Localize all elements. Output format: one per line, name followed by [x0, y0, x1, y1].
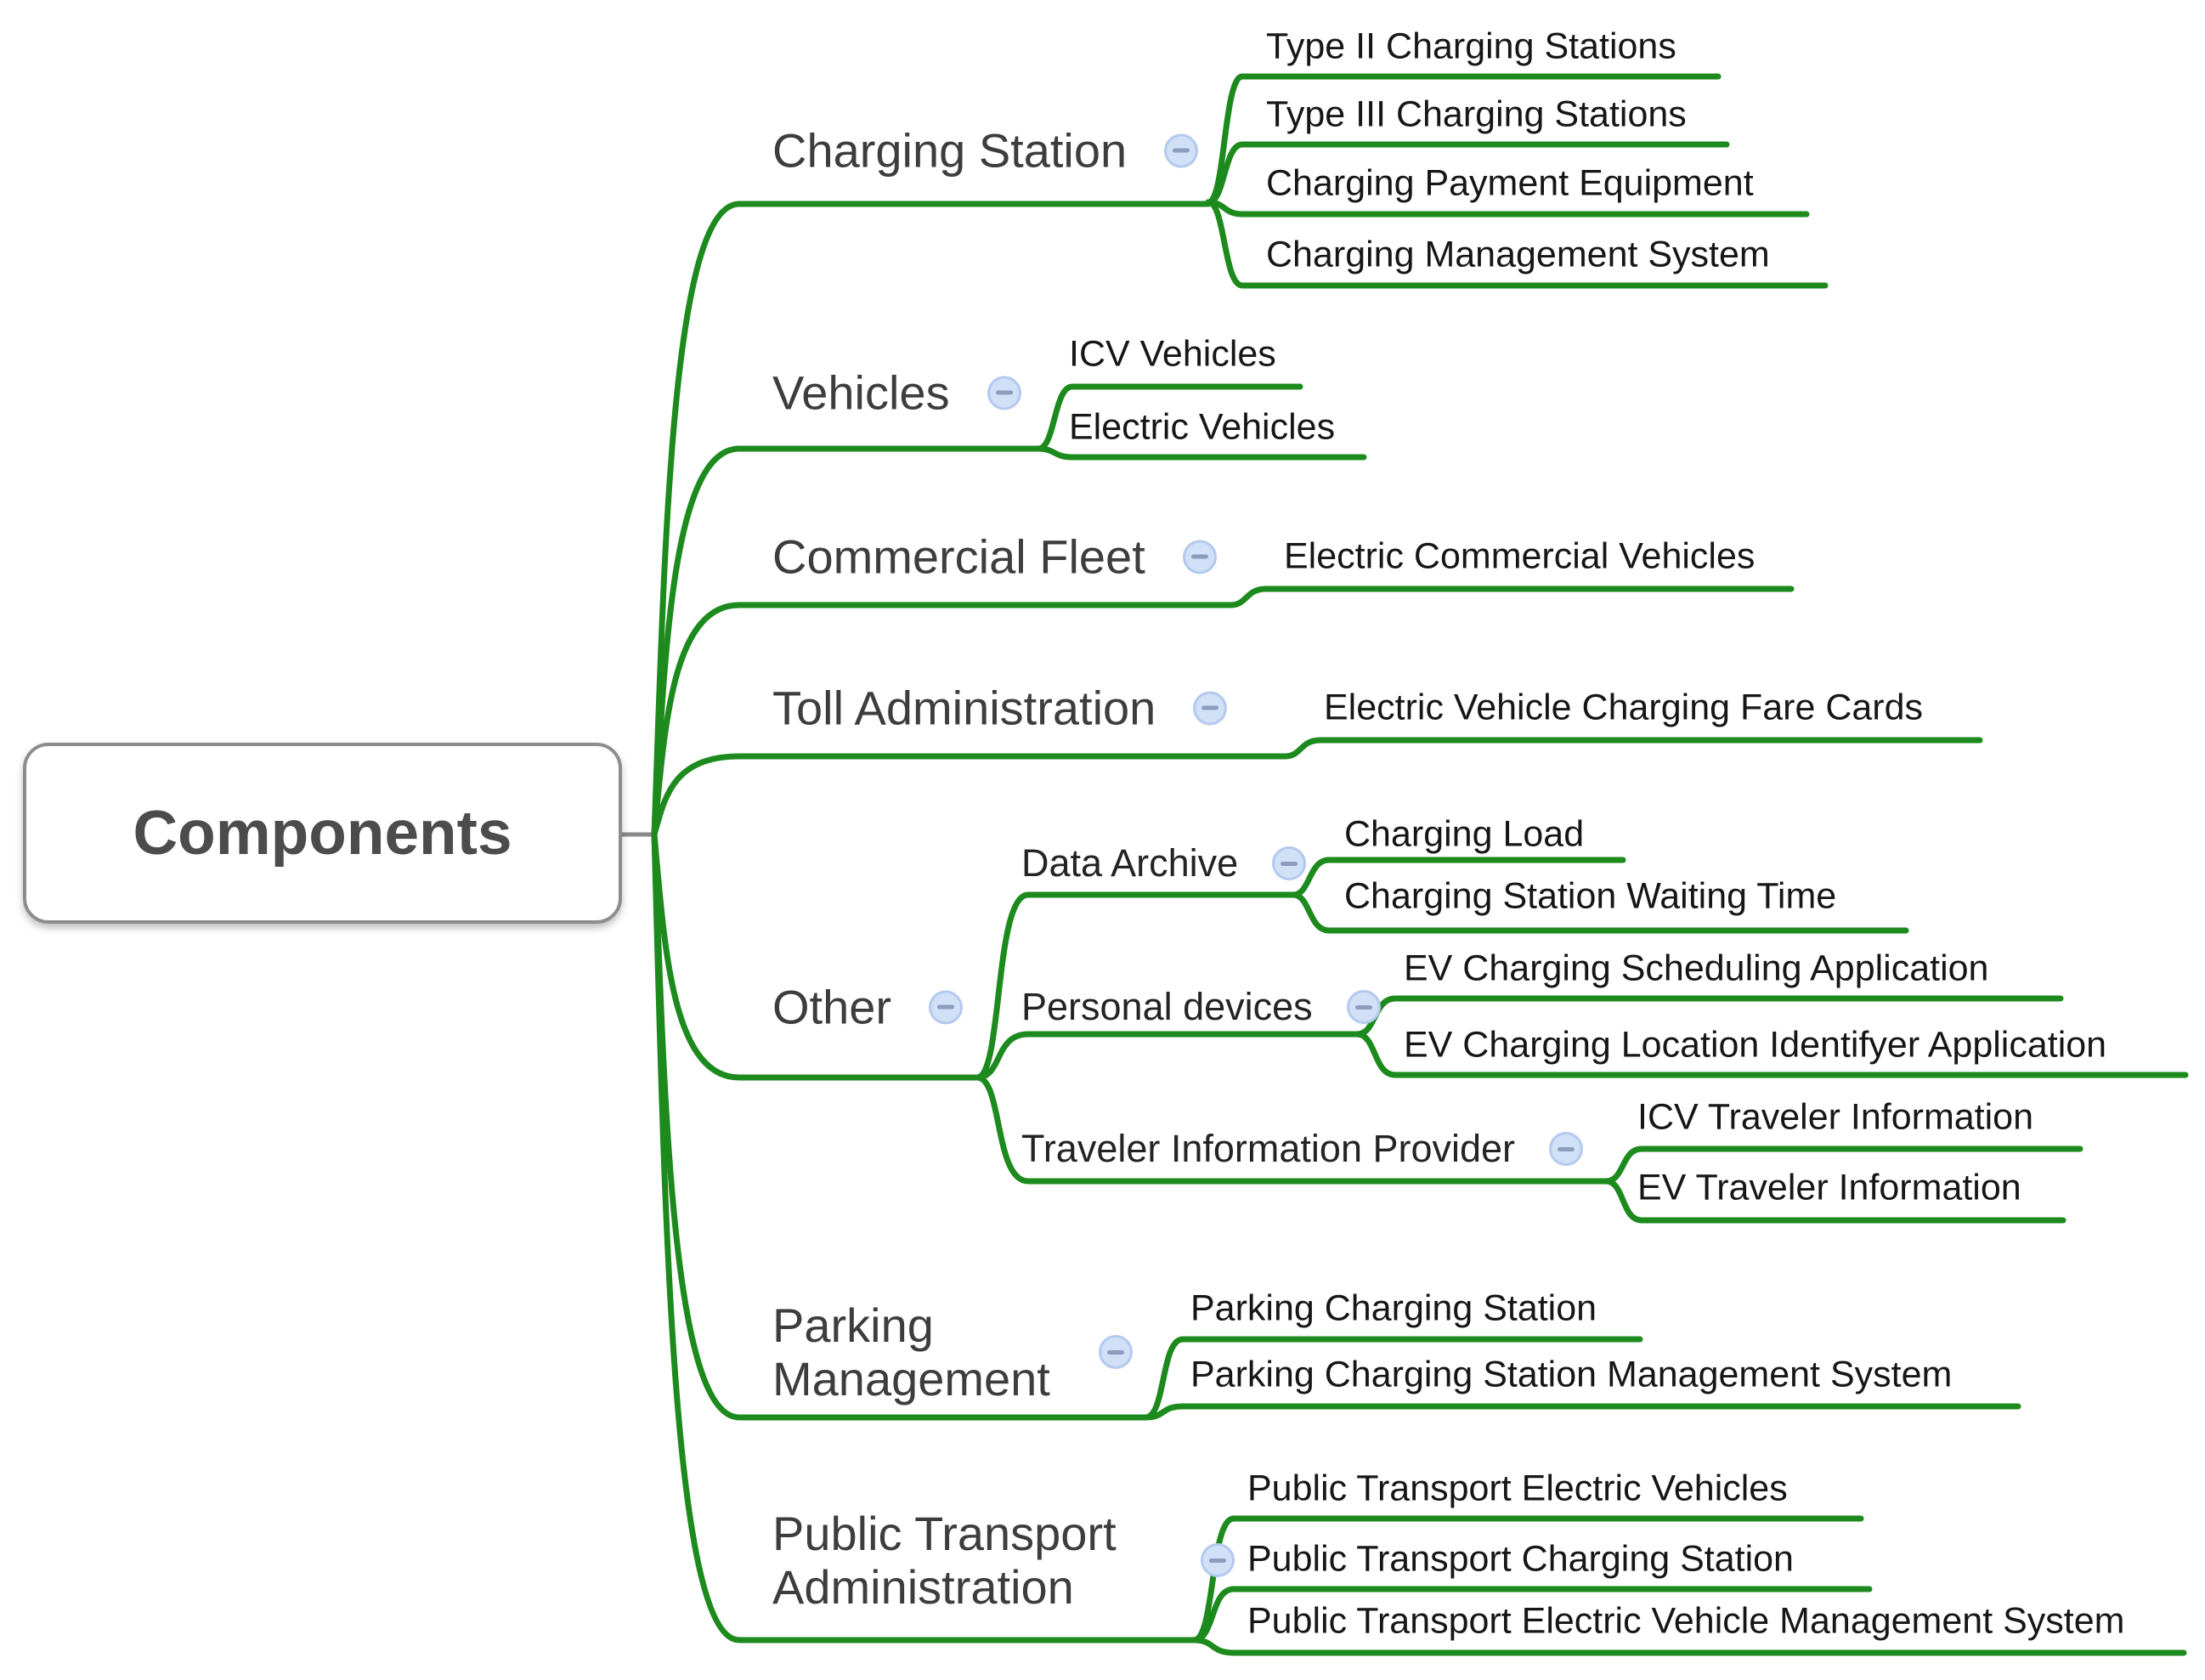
minus-bar	[1190, 554, 1208, 559]
leaf-node[interactable]: Electric Vehicles	[1069, 406, 1336, 448]
branch-label: Vehicles	[772, 365, 950, 420]
collapse-icon[interactable]	[1099, 1335, 1133, 1369]
leaf-node[interactable]: Parking Charging Station	[1190, 1287, 1597, 1329]
minus-bar	[1209, 1558, 1226, 1563]
branch-label: Other	[772, 980, 892, 1034]
leaf-node[interactable]: Public Transport Electric Vehicle Manage…	[1247, 1600, 2125, 1642]
leaf-node[interactable]: Public Transport Charging Station	[1247, 1538, 1794, 1580]
branch-label: Traveler Information Provider	[1021, 1127, 1516, 1170]
collapse-icon[interactable]	[987, 376, 1021, 410]
root-node-components[interactable]: Components	[23, 743, 622, 924]
leaf-node[interactable]: Type III Charging Stations	[1266, 93, 1687, 135]
leaf-node[interactable]: Parking Charging Station Management Syst…	[1190, 1354, 1953, 1395]
branch-label: Personal devices	[1021, 985, 1313, 1028]
branch-label: Charging Station	[772, 123, 1128, 178]
minus-bar	[1201, 705, 1219, 710]
branch-label: Public Transport Administration	[772, 1507, 1117, 1614]
leaf-node[interactable]: ICV Vehicles	[1069, 333, 1276, 375]
leaf-node[interactable]: Public Transport Electric Vehicles	[1247, 1468, 1788, 1509]
leaf-node[interactable]: Type II Charging Stations	[1266, 25, 1676, 67]
leaf-node[interactable]: ICV Traveler Information	[1637, 1096, 2034, 1138]
branch-label: Commercial Fleet	[772, 529, 1145, 584]
branch-parking-management[interactable]: Parking Management	[772, 1298, 1133, 1406]
leaf-node[interactable]: Electric Commercial Vehicles	[1284, 535, 1756, 577]
branch-personal-devices[interactable]: Personal devices	[1021, 985, 1381, 1029]
minus-bar	[1281, 861, 1298, 866]
branch-label: Toll Administration	[772, 681, 1156, 735]
leaf-node[interactable]: Charging Management System	[1266, 234, 1770, 275]
minus-bar	[1173, 148, 1190, 153]
minus-bar	[937, 1004, 955, 1010]
minus-bar	[1107, 1349, 1124, 1355]
leaf-node[interactable]: Charging Load	[1344, 813, 1585, 855]
collapse-icon[interactable]	[1164, 133, 1199, 167]
branch-data-archive[interactable]: Data Archive	[1021, 841, 1307, 885]
collapse-icon[interactable]	[929, 990, 964, 1024]
minus-bar	[1558, 1146, 1575, 1151]
branch-public-transport-administration[interactable]: Public Transport Administration	[772, 1507, 1235, 1614]
collapse-icon[interactable]	[1346, 990, 1381, 1024]
branch-charging-station[interactable]: Charging Station	[772, 123, 1199, 178]
leaf-node[interactable]: EV Charging Scheduling Application	[1404, 947, 1989, 989]
collapse-icon[interactable]	[1272, 846, 1307, 880]
leaf-node[interactable]: EV Traveler Information	[1637, 1167, 2021, 1208]
collapse-icon[interactable]	[1193, 691, 1228, 725]
branch-label: Parking Management	[772, 1298, 1050, 1406]
collapse-icon[interactable]	[1201, 1543, 1235, 1577]
leaf-node[interactable]: Charging Station Waiting Time	[1344, 875, 1837, 917]
collapse-icon[interactable]	[1549, 1132, 1584, 1166]
branch-label: Data Archive	[1021, 841, 1239, 885]
leaf-node[interactable]: EV Charging Location Identifyer Applicat…	[1404, 1024, 2107, 1066]
branch-traveler-information-provider[interactable]: Traveler Information Provider	[1021, 1127, 1584, 1171]
branch-vehicles[interactable]: Vehicles	[772, 366, 1021, 420]
minus-bar	[995, 390, 1013, 395]
root-label: Components	[133, 799, 512, 868]
branch-commercial-fleet[interactable]: Commercial Fleet	[772, 530, 1217, 584]
branch-toll-administration[interactable]: Toll Administration	[772, 681, 1228, 735]
leaf-node[interactable]: Electric Vehicle Charging Fare Cards	[1324, 687, 1924, 728]
leaf-node[interactable]: Charging Payment Equipment	[1266, 162, 1754, 204]
branch-other[interactable]: Other	[772, 980, 964, 1034]
minus-bar	[1354, 1004, 1372, 1010]
collapse-icon[interactable]	[1182, 540, 1217, 574]
